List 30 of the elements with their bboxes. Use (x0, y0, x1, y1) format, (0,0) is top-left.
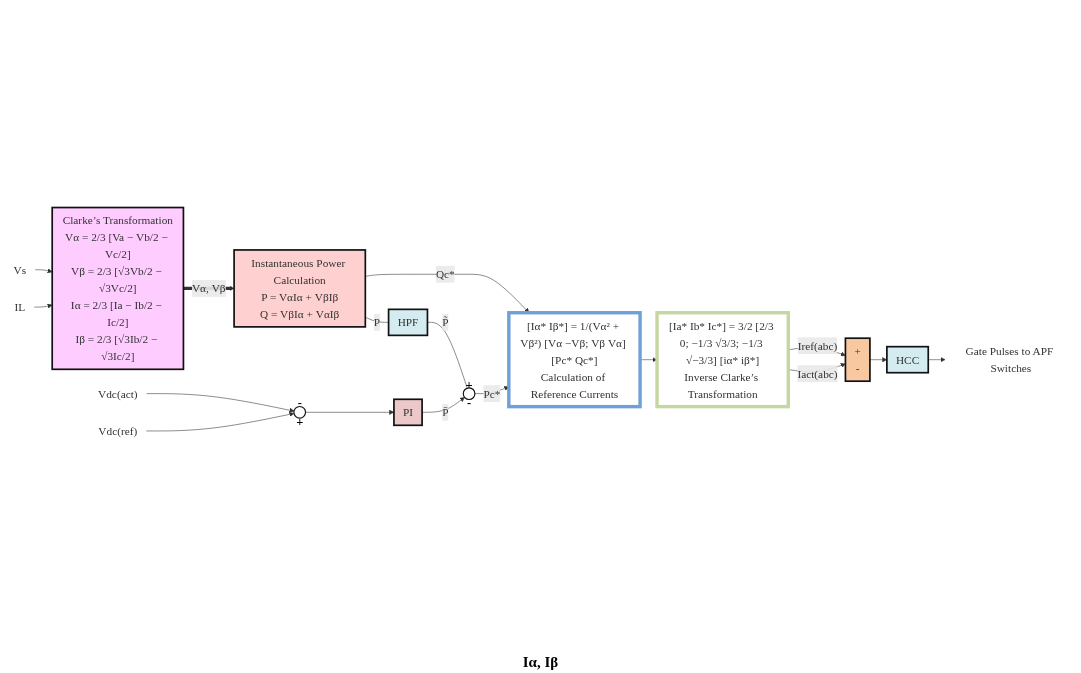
edge-label: Iref(abc) (797, 339, 838, 353)
node-label: + (465, 377, 473, 392)
node-box: PI (393, 398, 423, 427)
node-text: Vdc(act) (98, 387, 138, 401)
edge-label: P (373, 316, 381, 329)
connector (365, 317, 389, 323)
node-box: [Iα* Iβ*] = 1/(Vα² + Vβ²) [Vα −Vβ; Vβ Vα] [Pc* Qc*] Calculation of Reference Currents (507, 311, 642, 409)
node-box: [Ia* Ib* Ic*] = 3/2 [2/3 0; −1/3 √3/3; −1/3 √−3/3] [iα* iβ*] Inverse Clarke’s Transformation (655, 311, 790, 409)
edge-label: Qc* (435, 268, 455, 281)
edge-label: Vα, Vβ (191, 282, 226, 295)
edge-label: P̃ (442, 316, 449, 329)
edge-label: P̄ (442, 406, 449, 419)
node-box: HCC (886, 346, 930, 374)
signal-label: Iα, Iβ (522, 654, 559, 670)
node-text: Vs (13, 263, 27, 277)
node-box: Clarke’s Transformation Vα = 2/3 [Va − Vb/2 − Vc/2] Vβ = 2/3 [√3Vb/2 − √3Vc/2] Iα = 2/3 [Ia − Ib/2 − Ic/2] Iβ = 2/3 [√3Ib/2 − √3Ic/2] (51, 206, 185, 371)
connector (427, 322, 468, 389)
node-text: IL (14, 301, 26, 314)
node-circle (293, 406, 307, 419)
node-box: + - (844, 337, 871, 383)
node-label: - (467, 396, 472, 411)
node-box: Instantaneous Power Calculation P = VαIα + VβIβ Q = VβIα + VαIβ (233, 249, 367, 328)
node-box: HPF (387, 308, 429, 337)
edge-label: Pc* (483, 387, 501, 401)
node-label: + (296, 414, 304, 429)
node-circle (462, 387, 476, 401)
node-label: - (297, 396, 302, 411)
node-text: Vdc(ref) (98, 424, 138, 438)
node-text: Gate Pulses to APF Switches (965, 345, 1054, 375)
edge-label: Iact(abc) (797, 367, 838, 381)
